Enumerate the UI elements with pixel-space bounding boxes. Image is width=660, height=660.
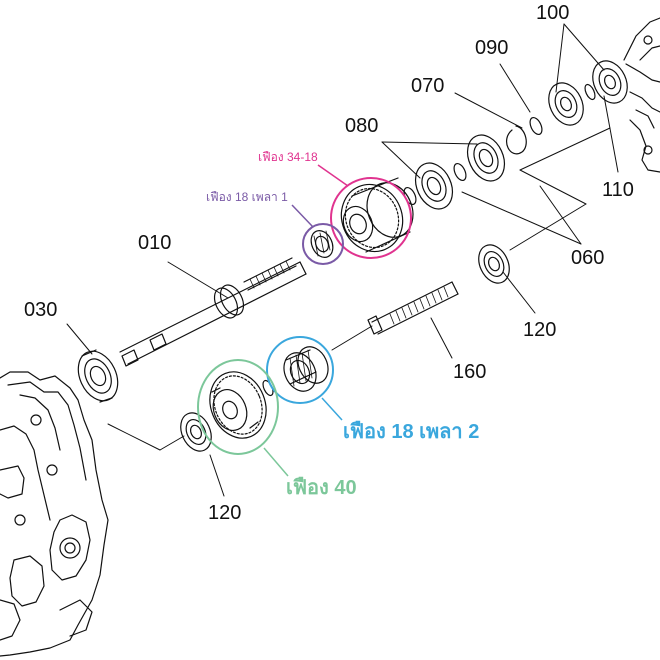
ring-110	[584, 83, 596, 101]
callout-leader-gear-18-shaft-1	[291, 204, 314, 228]
callout-circle-gear-18-shaft-1	[302, 223, 344, 265]
label-part-100: 100	[536, 2, 570, 24]
bearing-120-bottom	[180, 412, 212, 452]
ring-small-2	[453, 162, 467, 182]
label-part-090: 090	[475, 37, 509, 59]
shaft-010	[119, 257, 307, 367]
bearing-100-a	[548, 82, 584, 126]
label-part-080: 080	[345, 115, 379, 137]
label-part-060: 060	[571, 247, 605, 269]
snap-ring-070	[506, 125, 527, 155]
callout-label-gear-34-18: เฟือง 34-18	[258, 150, 318, 164]
left-housing	[0, 371, 109, 657]
label-part-010: 010	[138, 232, 172, 254]
label-part-120-bottom: 120	[208, 502, 242, 524]
shaft-160	[367, 281, 459, 335]
gear-34-18	[340, 177, 414, 253]
label-part-070: 070	[411, 75, 445, 97]
label-part-030: 030	[24, 299, 58, 321]
callout-circle-gear-40	[197, 359, 279, 455]
callout-circle-gear-34-18	[330, 177, 412, 259]
bearing-060-b	[466, 134, 506, 182]
gear-40	[209, 371, 267, 439]
callout-leader-gear-40	[263, 447, 289, 477]
gear-18-shaft-1	[310, 230, 334, 258]
callout-label-gear-18-shaft-2: เฟือง 18 เพลา 2	[343, 421, 480, 443]
right-housing	[623, 17, 660, 173]
bearing-030	[77, 349, 119, 403]
bearing-100-b	[592, 60, 628, 104]
gear-18-shaft-2	[283, 346, 329, 392]
bearing-120-right	[478, 244, 510, 284]
ring-090	[529, 116, 543, 136]
label-part-160: 160	[453, 361, 487, 383]
callout-label-gear-40: เฟือง 40	[286, 477, 357, 499]
callout-leader-gear-34-18	[317, 164, 349, 187]
callout-circle-gear-18-shaft-2	[266, 336, 334, 404]
callout-leader-gear-18-shaft-2	[321, 397, 343, 421]
leader-lines	[66, 23, 619, 497]
label-part-120-right: 120	[523, 319, 557, 341]
callout-label-gear-18-shaft-1: เฟือง 18 เพลา 1	[206, 190, 288, 204]
bearing-060-a	[414, 162, 454, 210]
label-part-110: 110	[602, 179, 634, 201]
